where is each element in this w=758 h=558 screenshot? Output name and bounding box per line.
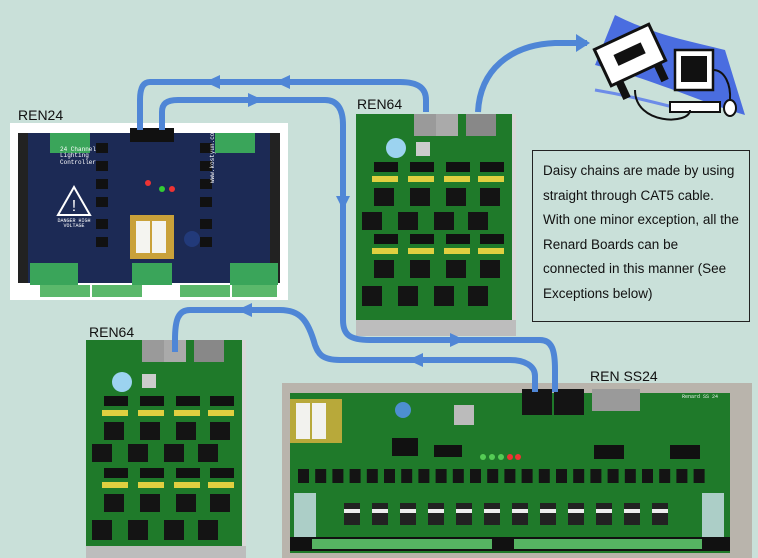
triac	[624, 503, 640, 525]
label-ren24: REN24	[18, 107, 64, 123]
arrow-icon	[205, 75, 220, 89]
warning-triangle-icon	[56, 184, 92, 216]
triac	[540, 503, 556, 525]
ren64-bottom-board-photo	[86, 340, 246, 558]
svg-text:!: !	[72, 198, 76, 215]
optocoupler	[470, 469, 481, 483]
optocoupler	[538, 469, 550, 483]
optocoupler	[452, 469, 464, 483]
arrow-icon	[408, 353, 423, 367]
triac	[596, 503, 612, 525]
optocoupler	[573, 469, 585, 483]
optocoupler	[659, 469, 671, 483]
optocoupler	[384, 469, 395, 483]
optocoupler	[332, 469, 344, 483]
arrow-icon	[237, 303, 252, 317]
note-text: Daisy chains are made by using straight …	[543, 163, 739, 301]
optocoupler	[435, 469, 447, 483]
optocoupler	[487, 469, 499, 483]
triac	[568, 503, 584, 525]
triac	[428, 503, 444, 525]
triac	[456, 503, 472, 525]
optocoupler	[590, 469, 602, 483]
optocoupler	[607, 469, 619, 483]
ren-ss24-board-photo: Renard SS 24	[282, 383, 752, 558]
label-ren-ss24: REN SS24	[590, 368, 658, 384]
optocoupler	[676, 469, 688, 483]
triac	[372, 503, 388, 525]
ren24-board-photo: ! 24 Channel Lighting Controller DANGER …	[10, 123, 288, 300]
optocoupler	[521, 469, 533, 483]
ren64-top-board-photo	[356, 114, 516, 336]
optocoupler	[298, 469, 309, 483]
optocoupler	[418, 469, 430, 483]
triac	[512, 503, 528, 525]
triac	[652, 503, 668, 525]
cable-pc-to-ren64	[475, 40, 587, 113]
optocoupler	[401, 469, 413, 483]
optocoupler	[315, 469, 327, 483]
optocoupler	[349, 469, 361, 483]
triac	[400, 503, 416, 525]
arrow-icon	[275, 75, 290, 89]
triac	[344, 503, 360, 525]
triac	[484, 503, 500, 525]
optocoupler	[366, 469, 378, 483]
arrow-icon	[248, 93, 263, 107]
label-ren64-bottom: REN64	[89, 324, 135, 340]
optocoupler	[504, 469, 516, 483]
label-ren64-top: REN64	[357, 96, 403, 112]
daisy-chain-note: Daisy chains are made by using straight …	[532, 150, 750, 322]
optocoupler	[624, 469, 636, 483]
arrow-icon	[336, 196, 350, 210]
optocoupler	[693, 469, 705, 483]
optocoupler	[556, 469, 567, 483]
computer-with-serial-connector-icon	[575, 10, 755, 125]
optocoupler	[642, 469, 653, 483]
